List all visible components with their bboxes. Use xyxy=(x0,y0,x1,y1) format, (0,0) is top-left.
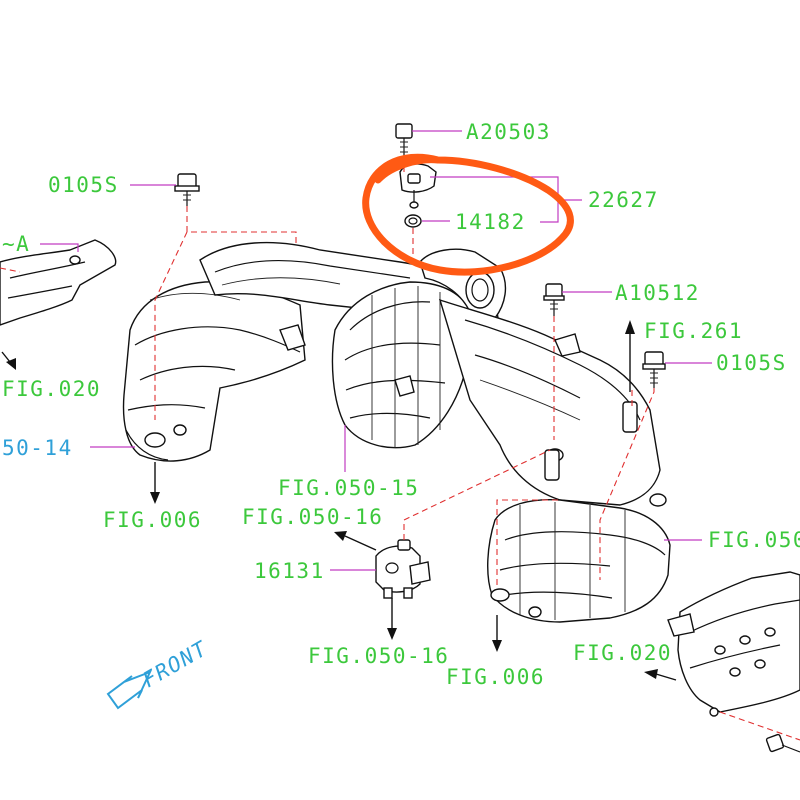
intake-manifold xyxy=(122,241,671,623)
label-fig020-left: FIG.020 xyxy=(2,377,101,401)
arrows xyxy=(1,320,677,681)
label-fig050-15: FIG.050-15 xyxy=(278,476,419,500)
label-0105s-left: 0105S xyxy=(48,173,119,197)
front-label: FRONT xyxy=(139,636,212,692)
label-fig050-14: 50-14 xyxy=(2,436,73,460)
bolt-bottom-right xyxy=(765,733,800,753)
label-fig006-left: FIG.006 xyxy=(103,508,202,532)
bolt-a10512[interactable] xyxy=(543,283,565,316)
bolt-0105s-right[interactable] xyxy=(642,351,666,388)
label-0105s-right: 0105S xyxy=(716,351,787,375)
valve-16131[interactable] xyxy=(375,539,431,599)
label-14182: 14182 xyxy=(455,210,526,234)
label-fig050-16-bottom: FIG.050-16 xyxy=(308,644,449,668)
leader-lines xyxy=(40,130,712,571)
map-sensor-22627[interactable] xyxy=(399,163,437,209)
heat-shield-left xyxy=(0,239,117,326)
label-fig261: FIG.261 xyxy=(644,319,743,343)
label-clip-left: ~A xyxy=(2,232,30,256)
label-fig050-right: FIG.050 xyxy=(708,528,800,552)
label-a10512: A10512 xyxy=(615,281,700,305)
label-fig006-bottom: FIG.006 xyxy=(446,665,545,689)
label-fig050-16-top: FIG.050-16 xyxy=(242,505,383,529)
bolt-0105s-left[interactable] xyxy=(174,173,200,206)
front-arrow: FRONT xyxy=(106,636,212,710)
label-22627: 22627 xyxy=(588,188,659,212)
highlight-circle xyxy=(362,153,574,276)
gasket-14182[interactable] xyxy=(404,214,422,228)
label-fig020-right: FIG.020 xyxy=(573,641,672,665)
bolt-a20503[interactable] xyxy=(395,123,413,158)
label-16131: 16131 xyxy=(254,559,325,583)
label-a20503: A20503 xyxy=(466,120,551,144)
heat-shield-right xyxy=(667,571,800,717)
